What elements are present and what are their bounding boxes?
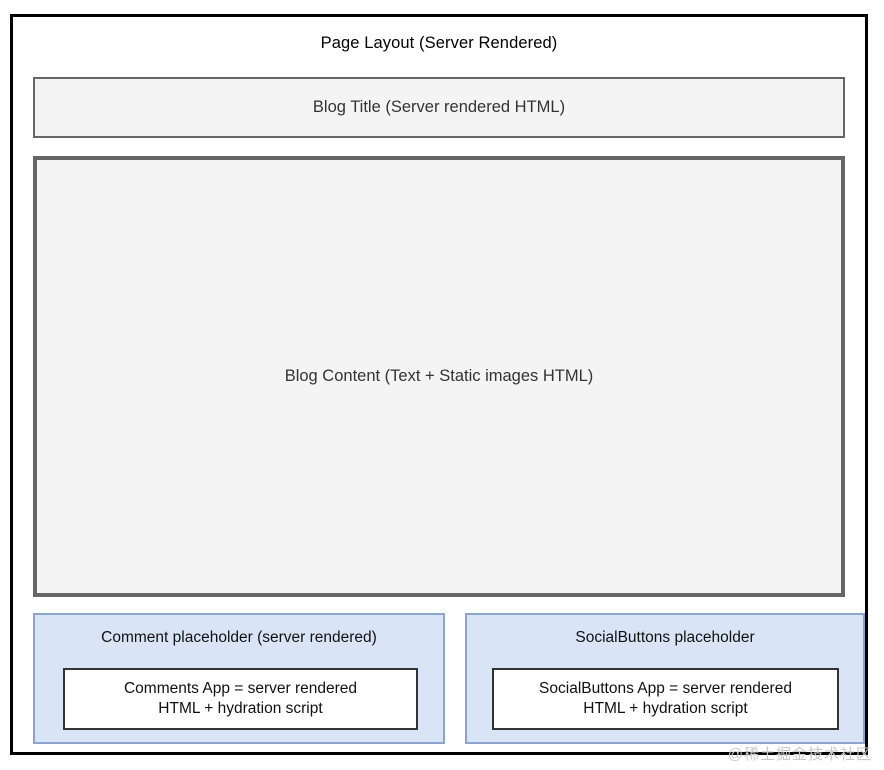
placeholder-row: Comment placeholder (server rendered) Co… [33, 613, 865, 744]
comments-app-box: Comments App = server rendered HTML + hy… [63, 668, 418, 730]
socialbuttons-app-line-1: SocialButtons App = server rendered [539, 679, 792, 697]
blog-content-label: Blog Content (Text + Static images HTML) [284, 367, 594, 385]
blog-title-box: Blog Title (Server rendered HTML) [33, 77, 845, 138]
socialbuttons-placeholder-box: SocialButtons placeholder SocialButtons … [465, 613, 865, 744]
socialbuttons-placeholder-heading: SocialButtons placeholder [575, 629, 755, 646]
comment-placeholder-heading: Comment placeholder (server rendered) [101, 629, 377, 646]
comments-app-line-2: HTML + hydration script [158, 700, 323, 717]
socialbuttons-app-label: SocialButtons App = server rendered HTML… [533, 679, 798, 720]
comments-app-label: Comments App = server rendered HTML + hy… [118, 679, 363, 720]
comments-app-line-1: Comments App = server rendered [123, 679, 358, 697]
socialbuttons-app-box: SocialButtons App = server rendered HTML… [492, 668, 839, 730]
page-layout-frame: Page Layout (Server Rendered) Blog Title… [10, 14, 868, 755]
blog-title-label: Blog Title (Server rendered HTML) [312, 98, 566, 116]
page-title: Page Layout (Server Rendered) [320, 34, 558, 52]
socialbuttons-app-line-2: HTML + hydration script [583, 700, 748, 717]
blog-content-box: Blog Content (Text + Static images HTML) [33, 156, 845, 597]
comment-placeholder-box: Comment placeholder (server rendered) Co… [33, 613, 445, 744]
